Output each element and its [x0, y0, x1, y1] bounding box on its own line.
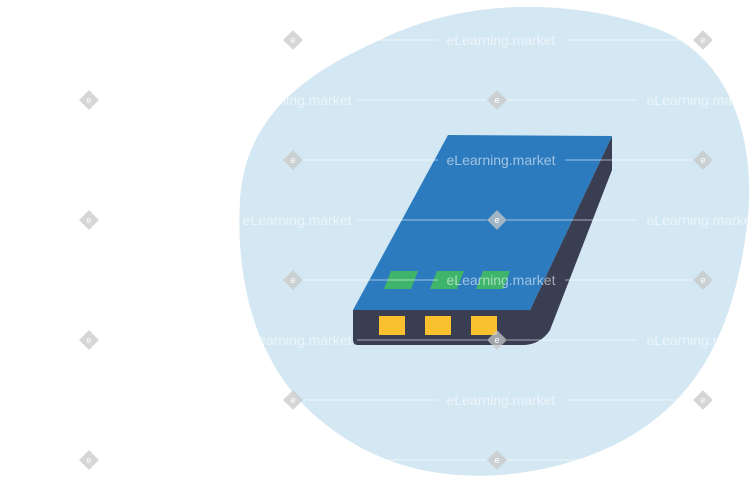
watermark-badge-icon: e — [693, 390, 713, 410]
svg-text:e: e — [494, 455, 499, 465]
watermark-text: eLearning.market — [647, 92, 750, 108]
watermark-badge-icon: e — [693, 270, 713, 290]
svg-text:e: e — [494, 335, 499, 345]
svg-text:e: e — [290, 155, 295, 165]
battery-icon — [353, 135, 612, 345]
svg-text:e: e — [86, 215, 91, 225]
watermark-badge-icon: e — [79, 330, 99, 350]
watermark-text: eLearning.market — [447, 152, 556, 168]
watermark-badge-icon: e — [487, 210, 507, 230]
watermark-badge-icon: e — [283, 30, 303, 50]
watermark-badge-icon: e — [487, 90, 507, 110]
watermark-text: eLearning.market — [243, 332, 352, 348]
watermark-badge-icon: e — [79, 450, 99, 470]
svg-text:e: e — [86, 455, 91, 465]
watermark-badge-icon: e — [79, 90, 99, 110]
watermark-text: eLearning.market — [243, 92, 352, 108]
watermark-badge-icon: e — [693, 30, 713, 50]
green-contact — [476, 271, 510, 289]
svg-text:e: e — [700, 395, 705, 405]
yellow-terminal — [379, 316, 405, 335]
watermark-badge-icon: e — [487, 330, 507, 350]
svg-text:e: e — [290, 275, 295, 285]
watermark-overlay: eLearning.market e e eLearning.market e e eLea… — [79, 30, 750, 470]
watermark-badge-icon: e — [283, 270, 303, 290]
svg-text:e: e — [494, 95, 499, 105]
svg-text:e: e — [700, 155, 705, 165]
yellow-terminal — [471, 316, 497, 335]
svg-text:e: e — [494, 215, 499, 225]
watermark-badge-icon: e — [79, 210, 99, 230]
watermark-badge-icon: e — [283, 390, 303, 410]
watermark-badge-icon: e — [283, 150, 303, 170]
battery-top-face — [353, 135, 612, 310]
watermark-text: eLearning.market — [647, 452, 750, 468]
green-contact — [430, 271, 464, 289]
watermark-text: eLearning.market — [447, 32, 556, 48]
svg-text:e: e — [86, 335, 91, 345]
svg-text:e: e — [700, 275, 705, 285]
watermark-text: eLearning.market — [647, 332, 750, 348]
watermark-text: eLearning.market — [243, 452, 352, 468]
svg-text:e: e — [290, 395, 295, 405]
battery-side-face — [522, 136, 612, 345]
svg-text:e: e — [700, 35, 705, 45]
watermark-text: eLearning.market — [647, 212, 750, 228]
svg-text:e: e — [86, 95, 91, 105]
yellow-terminal — [425, 316, 451, 335]
watermark-text: eLearning.market — [447, 272, 556, 288]
watermark-badge-icon: e — [487, 450, 507, 470]
battery-yellow-terminals — [379, 316, 497, 335]
watermark-text: eLearning.market — [243, 212, 352, 228]
svg-text:e: e — [290, 35, 295, 45]
watermark-text: eLearning.market — [447, 392, 556, 408]
